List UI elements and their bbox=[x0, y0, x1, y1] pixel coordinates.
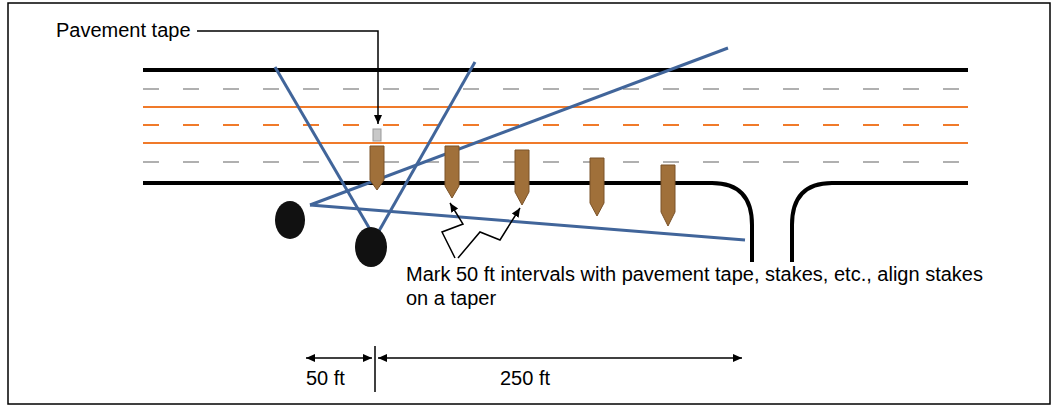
sight-lines bbox=[275, 48, 745, 240]
dimension-line bbox=[378, 357, 742, 359]
dimension-tick bbox=[374, 346, 376, 392]
callout-label: Pavement tape bbox=[54, 18, 193, 42]
leader-line bbox=[458, 208, 520, 258]
shrub bbox=[275, 201, 387, 267]
dimension-label: 250 ft bbox=[500, 366, 550, 390]
orange-line bbox=[143, 142, 968, 144]
note-text: Mark 50 ft intervals with pavement tape,… bbox=[404, 262, 988, 310]
leader-line bbox=[197, 31, 378, 124]
stakes bbox=[370, 146, 675, 226]
pavement-tape bbox=[373, 129, 381, 141]
frame bbox=[8, 3, 1050, 404]
lane-line bbox=[143, 88, 968, 90]
dimension-label: 50 ft bbox=[306, 366, 345, 390]
lane-line bbox=[143, 161, 968, 163]
leader-line bbox=[442, 203, 463, 258]
dimension-line bbox=[306, 357, 372, 359]
orange-line bbox=[143, 106, 968, 108]
orange-dash bbox=[143, 124, 968, 126]
road-edge bbox=[143, 68, 968, 72]
